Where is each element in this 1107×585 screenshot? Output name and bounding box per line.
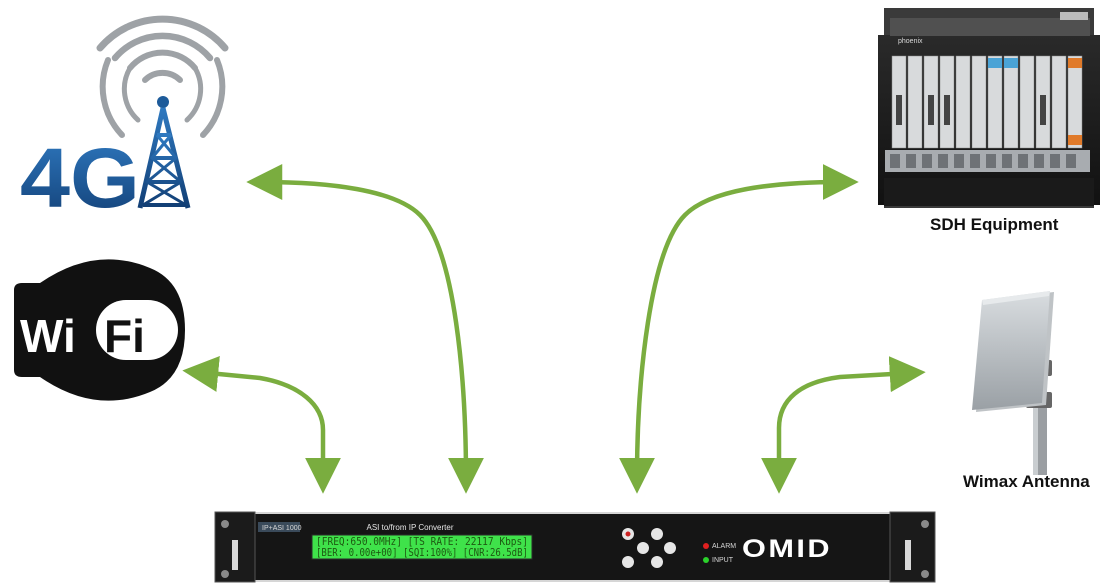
converter-title-text: ASI to/from IP Converter xyxy=(367,523,454,532)
4g-text: 4G xyxy=(20,131,140,225)
wifi-fi-text: Fi xyxy=(104,310,145,362)
alarm-led xyxy=(703,543,709,549)
wimax-antenna-image xyxy=(972,291,1054,475)
omid-brand-logo: OMID xyxy=(742,535,832,563)
wifi-logo: Wi Fi xyxy=(14,259,185,401)
lcd-line-2: [BER: 0.00e+00] [SQI:100%] [CNR:26.5dB] xyxy=(316,547,528,559)
sdh-equipment-label: SDH Equipment xyxy=(930,215,1059,234)
alarm-label: ALARM xyxy=(712,543,736,550)
4g-icon: 4G xyxy=(20,15,229,225)
asi-ip-converter-device: IP+ASI 1000 ASI to/from IP Converter [FR… xyxy=(214,511,936,583)
arrow-converter-to-sdh xyxy=(619,164,859,494)
input-label: INPUT xyxy=(712,557,734,564)
arrow-converter-to-wimax xyxy=(761,356,926,494)
sdh-brand-text: phoenix xyxy=(898,38,923,45)
wimax-antenna-label: Wimax Antenna xyxy=(963,472,1090,491)
arrow-converter-to-4g xyxy=(246,164,484,494)
lcd-screen xyxy=(311,534,533,560)
wifi-wi-text: Wi xyxy=(20,310,76,362)
input-led xyxy=(703,557,709,563)
navigation-keypad xyxy=(622,528,676,568)
arrow-converter-to-wifi xyxy=(182,356,341,494)
sdh-equipment-image: phoenix xyxy=(878,8,1100,208)
lcd-line-1: [FREQ:650.0MHz] [TS RATE: 22117 Kbps] xyxy=(316,536,528,548)
connection-arrows xyxy=(182,164,926,494)
converter-model-text: IP+ASI 1000 xyxy=(262,525,302,532)
